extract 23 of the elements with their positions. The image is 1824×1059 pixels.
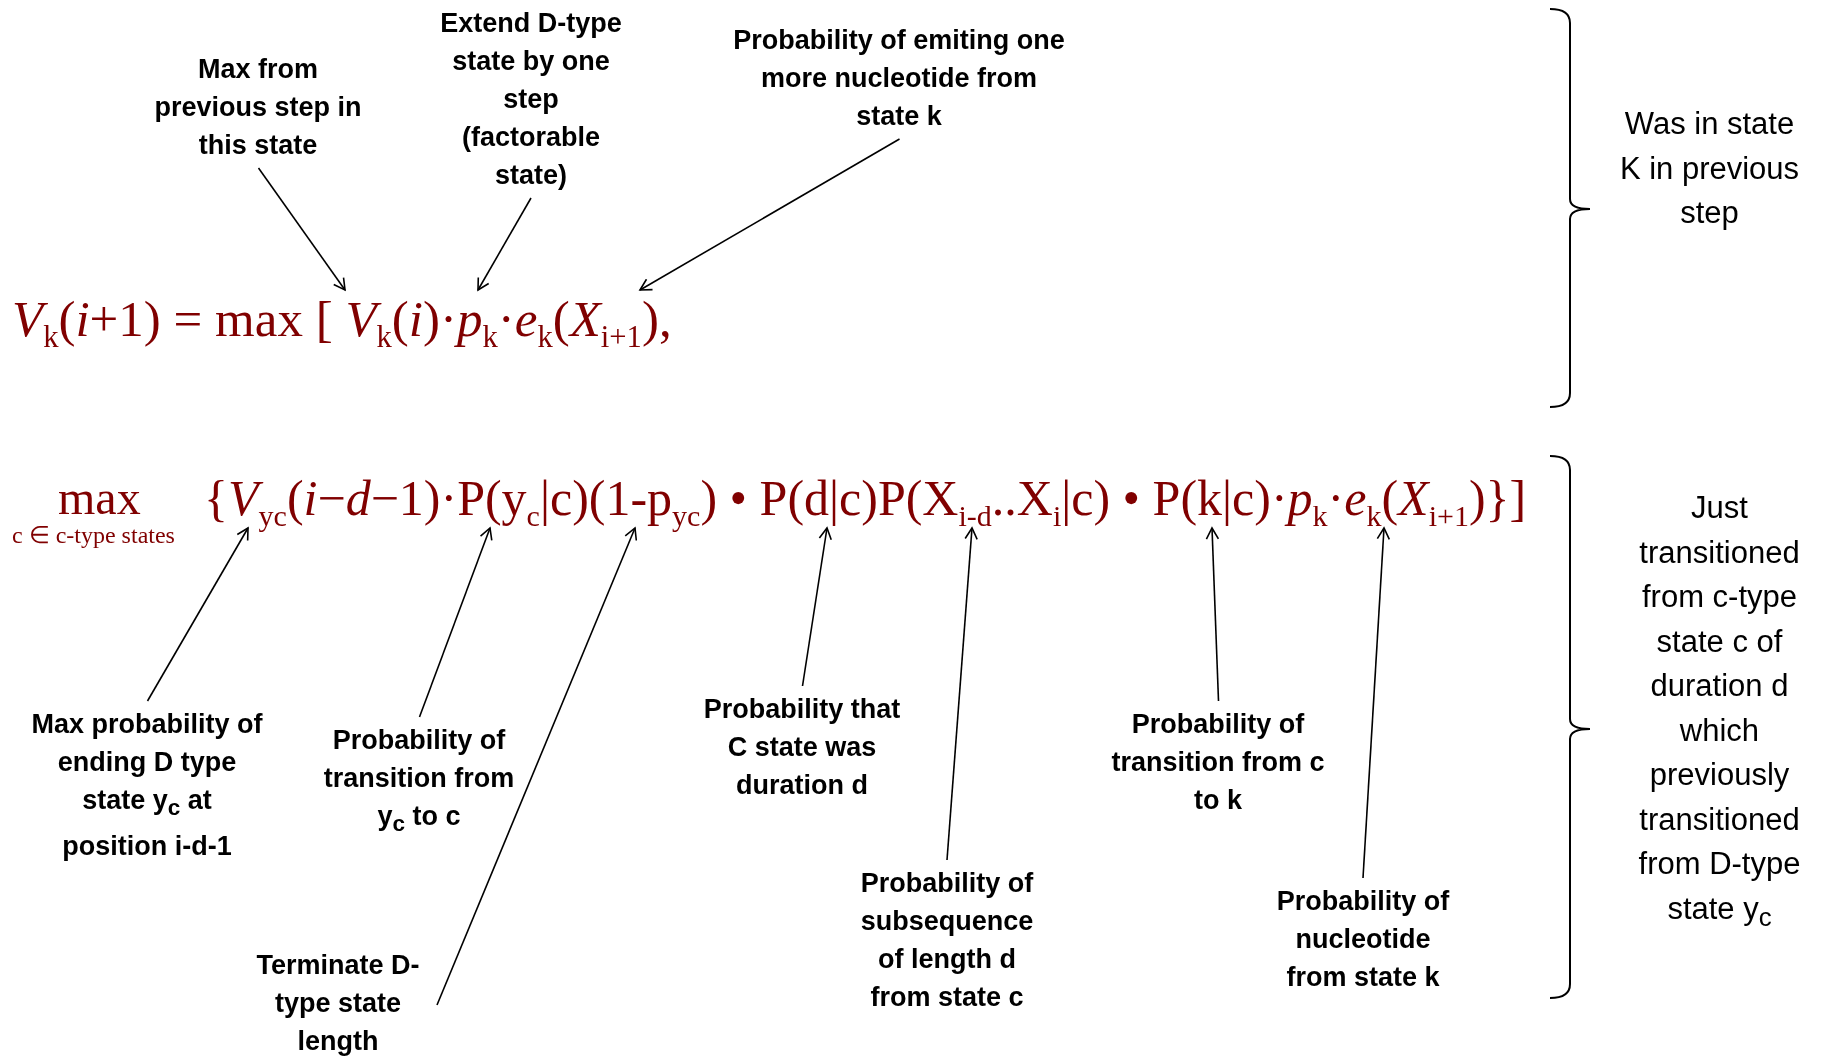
annotation-text: Probability of subsequence of length d from state c bbox=[847, 864, 1047, 1016]
annotation-text: Max probability of ending D type state y$_{c}$ at position i-d-1 bbox=[29, 705, 265, 866]
annotation-text: Was in state K in previous step bbox=[1618, 105, 1801, 232]
annotation-text: Just transitioned from c-type state c of duration d which previously transitioned from D-type state y$_{c}$ bbox=[1637, 489, 1802, 933]
annotation-text: Probability of transition from y$_{c}$ to c bbox=[311, 721, 527, 844]
formula: V$_{k}$(i+1) = max [ V$_{k}$(i)·p$_{k}$·e$_{k}$(X$_{i+1}$), bbox=[12, 290, 672, 349]
leader-arrow bbox=[257, 167, 346, 291]
leader-arrow bbox=[1205, 527, 1220, 702]
leader-arrow bbox=[639, 138, 901, 291]
annotation-text: Probability of nucleotide from state k bbox=[1263, 882, 1463, 996]
leader-arrow bbox=[946, 527, 978, 861]
annotation-text: Terminate D-type state length bbox=[235, 946, 441, 1059]
leader-arrow bbox=[801, 527, 833, 687]
leader-arrow bbox=[436, 527, 638, 1006]
leader-arrow bbox=[477, 197, 532, 291]
leader-arrow bbox=[146, 527, 249, 702]
annotation-text: Probability of transition from c to k bbox=[1110, 705, 1326, 819]
annotation-text: Probability of emiting one more nucleotide from state k bbox=[731, 21, 1067, 135]
annotation-text: Extend D-type state by one step (factorable state) bbox=[431, 4, 631, 194]
leader-arrow bbox=[418, 527, 493, 718]
annotation-text: Probability that C state was duration d bbox=[694, 690, 910, 804]
leader-arrow bbox=[1362, 527, 1391, 879]
annotation-text: Max from previous step in this state bbox=[150, 50, 366, 164]
